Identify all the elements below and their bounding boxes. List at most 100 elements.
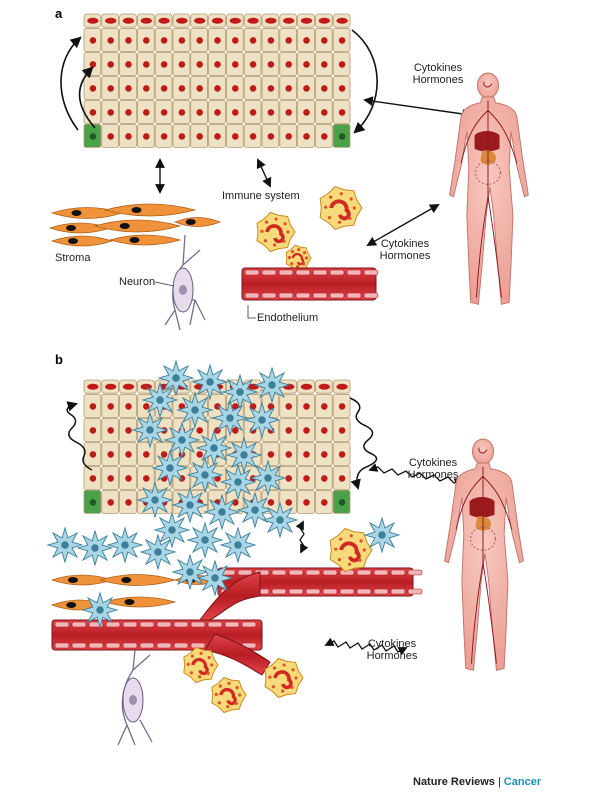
nucleus: [285, 427, 293, 434]
nucleus: [303, 499, 310, 506]
tumour-nucleus: [191, 406, 199, 414]
granule: [274, 217, 278, 221]
endothelial-cell: [71, 621, 87, 628]
renewal-arrow-right-a: [351, 29, 378, 134]
nucleus: [89, 133, 97, 140]
cytokines-label-b1: Cytokines: [408, 457, 458, 469]
granule: [339, 192, 343, 196]
nucleus: [125, 427, 132, 434]
credit-separator: |: [497, 776, 501, 788]
tumour-nucleus: [61, 541, 69, 549]
body-silhouette: [444, 438, 524, 671]
endothelial-cell: [305, 569, 321, 576]
nucleus: [107, 499, 114, 506]
nucleus: [300, 383, 313, 390]
immune-nucleus: [265, 224, 285, 244]
nucleus: [160, 61, 168, 68]
nucleus: [285, 499, 293, 506]
endothelial-cell: [312, 292, 328, 299]
granule: [302, 262, 306, 266]
endothelial-cell: [390, 569, 406, 576]
neuron-cell-a: [164, 234, 206, 331]
endothelial-cell: [322, 588, 338, 595]
nucleus: [249, 85, 257, 92]
granule: [283, 222, 287, 226]
granule: [189, 671, 193, 675]
endothelial-cell: [261, 269, 277, 276]
granule: [337, 558, 342, 562]
nucleus: [89, 427, 97, 434]
nucleus: [176, 17, 188, 24]
granule: [294, 676, 298, 680]
stroma-cell: [50, 235, 114, 247]
granule: [217, 701, 221, 705]
nucleus: [285, 37, 293, 44]
renewal-arrow-left-a-2: [78, 66, 96, 129]
nucleus: [125, 85, 132, 92]
nucleus: [338, 109, 346, 116]
nucleus: [214, 85, 221, 92]
granule: [337, 220, 342, 224]
endothelial-cell: [88, 642, 104, 649]
nucleus: [196, 451, 203, 458]
granule: [282, 239, 286, 243]
nucleus: [321, 499, 328, 506]
nucleus: [303, 109, 310, 116]
nucleus: [160, 133, 168, 140]
tumour-nucleus: [210, 444, 218, 452]
nucleus: [232, 427, 239, 434]
nucleus: [107, 37, 114, 44]
granule: [348, 216, 352, 220]
nucleus: [125, 451, 132, 458]
stroma-nucleus: [71, 210, 82, 216]
nucleus: [267, 109, 275, 116]
nucleus: [338, 451, 346, 458]
nucleus: [125, 37, 132, 44]
stroma-nucleus: [129, 237, 140, 243]
nucleus: [178, 85, 186, 92]
nucleus: [107, 61, 114, 68]
granule: [207, 656, 211, 660]
nucleus: [229, 17, 241, 24]
tumour-nucleus: [186, 501, 194, 509]
nucleus: [285, 451, 293, 458]
granule: [327, 216, 332, 220]
vessel-branch: [204, 633, 271, 676]
nucleus: [89, 475, 97, 482]
stroma-nucleus: [66, 602, 77, 608]
hormones-label-b1: Hormones: [407, 469, 459, 481]
stroma-nucleus: [68, 577, 78, 583]
endothelial-cell: [139, 621, 155, 628]
vessel-branch: [199, 571, 261, 621]
immune-cells-a: [256, 186, 363, 272]
endothelial-cell: [54, 642, 70, 649]
nucleus: [249, 109, 257, 116]
immune-system-label: Immune system: [222, 190, 300, 202]
endothelial-cell: [122, 621, 138, 628]
nucleus: [321, 61, 328, 68]
endothelial-cell: [156, 621, 172, 628]
stroma-nucleus: [68, 238, 78, 244]
endothelial-cell: [105, 642, 121, 649]
granule: [198, 675, 202, 679]
endothelial-cell: [244, 292, 260, 299]
endothelial-cell: [173, 642, 189, 649]
granule: [286, 230, 290, 234]
nucleus: [178, 133, 186, 140]
nucleus: [89, 61, 97, 68]
endothelial-cell: [244, 269, 260, 276]
granule: [349, 534, 353, 538]
nucleus: [303, 451, 310, 458]
nucleus: [321, 109, 328, 116]
tumour-nucleus: [258, 416, 266, 424]
hormones-label-a1: Hormones: [412, 74, 464, 86]
nucleus: [267, 37, 275, 44]
nucleus: [89, 451, 97, 458]
granule: [190, 654, 194, 658]
nucleus: [107, 475, 114, 482]
nucleus: [196, 61, 203, 68]
nucleus: [125, 403, 132, 410]
nucleus: [267, 403, 275, 410]
nucleus: [214, 61, 221, 68]
stroma-cell: [108, 234, 182, 246]
